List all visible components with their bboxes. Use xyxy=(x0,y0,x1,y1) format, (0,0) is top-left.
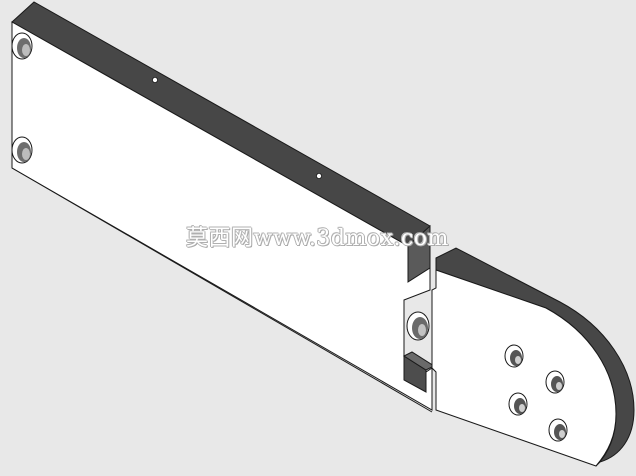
arm-front-face xyxy=(11,21,433,411)
counterbore-hole-icon xyxy=(504,344,524,368)
site-watermark: 莫西网www.3dmox.com xyxy=(186,226,449,251)
pin-hole-icon xyxy=(315,172,322,179)
arm-bottom-edge xyxy=(11,167,433,413)
counterbore-hole-icon xyxy=(406,311,430,341)
counterbore-hole-icon xyxy=(545,370,565,394)
pin-hole-icon xyxy=(151,77,158,84)
counterbore-hole-icon xyxy=(11,136,33,164)
counterbore-hole-icon xyxy=(508,392,528,416)
counterbore-hole-icon xyxy=(11,32,33,60)
plate-front-face xyxy=(431,269,617,467)
counterbore-hole-icon xyxy=(548,418,568,442)
